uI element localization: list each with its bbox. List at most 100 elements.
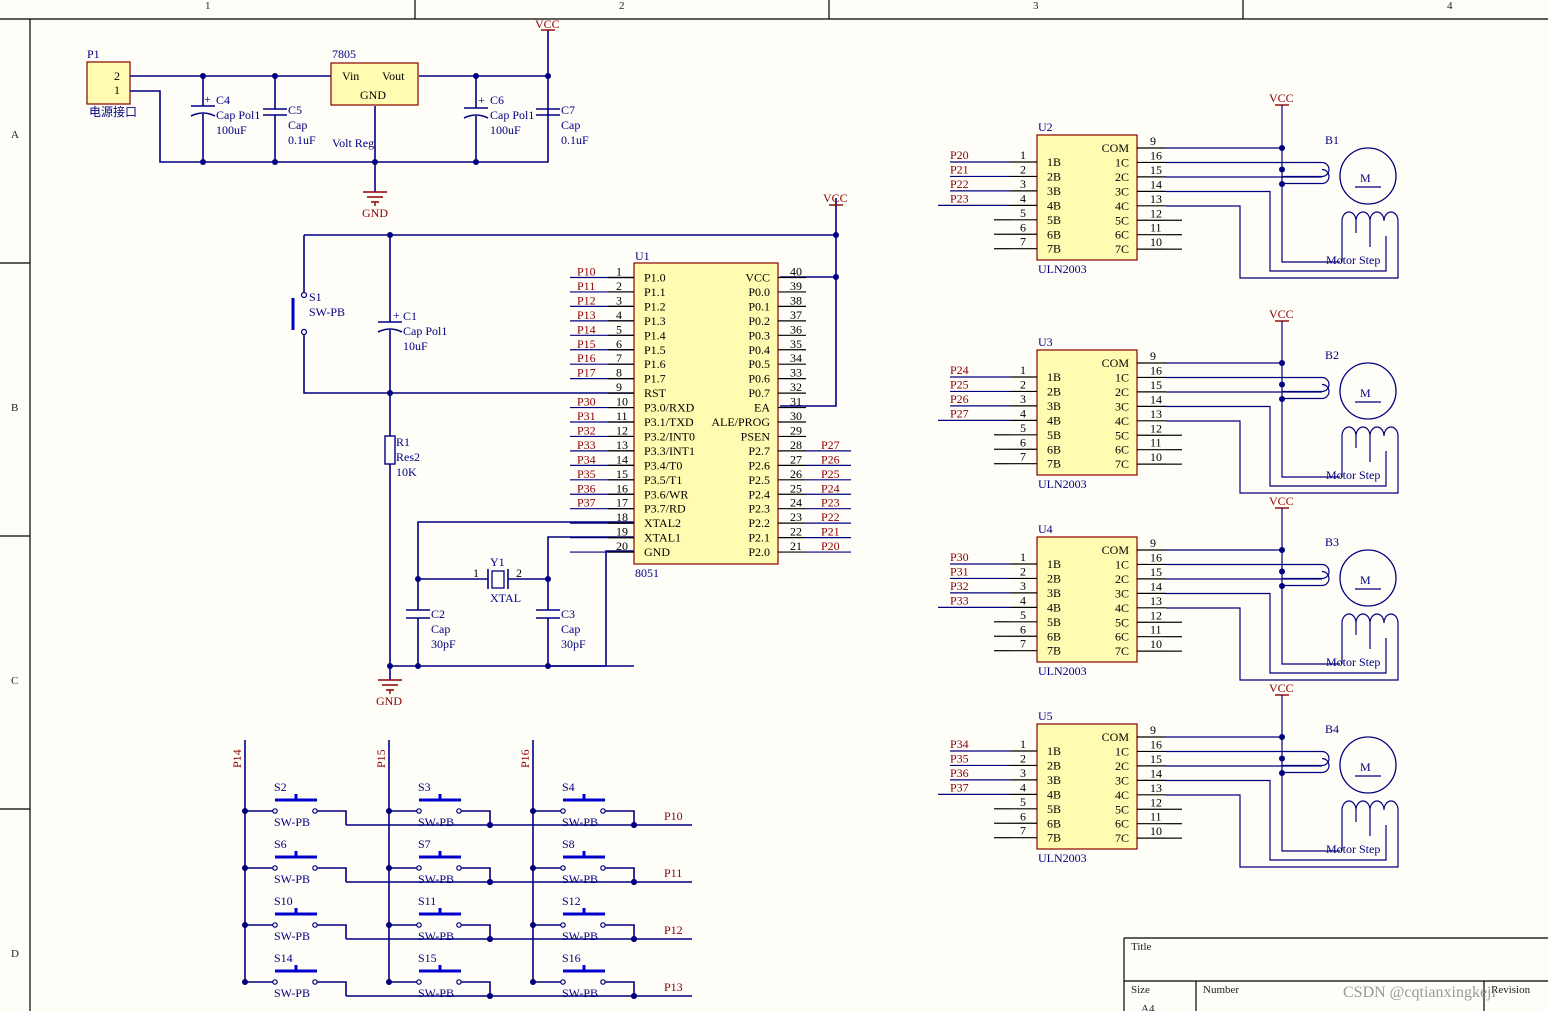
svg-text:Motor Step: Motor Step [1326,253,1380,267]
svg-text:24: 24 [790,496,802,510]
keypad-row-net-3: P13 [664,980,683,994]
svg-text:10: 10 [616,395,628,409]
mcu-pin-12: 12 P3.2/INT0 P32 [570,423,695,443]
svg-text:P26: P26 [950,392,969,406]
reset-circuit: S1 SW-PB + C1 Cap Pol1 10uF R1 Res2 10K … [291,191,848,669]
svg-text:Cap Pol1: Cap Pol1 [403,324,447,338]
svg-text:2B: 2B [1047,384,1061,398]
frame-row-a: A [11,129,19,141]
crystal-y1: Y1 1 2 XTAL [473,555,522,605]
svg-text:S1: S1 [309,290,322,304]
svg-text:7B: 7B [1047,242,1061,256]
svg-text:Motor Step: Motor Step [1326,842,1380,856]
svg-text:P22: P22 [821,510,840,524]
svg-text:GND: GND [362,206,388,220]
svg-text:2: 2 [1020,751,1026,765]
svg-text:S7: S7 [418,837,431,851]
svg-text:5C: 5C [1115,428,1129,442]
svg-text:U3: U3 [1038,335,1053,349]
svg-text:12: 12 [616,423,628,437]
svg-text:P32: P32 [577,423,596,437]
frame-row-b: B [11,402,18,414]
svg-text:13: 13 [1150,594,1162,608]
svg-text:P21: P21 [821,525,840,539]
svg-text:S14: S14 [274,951,293,965]
svg-text:P35: P35 [950,751,969,765]
svg-text:7: 7 [616,351,622,365]
regulator-7805 [330,62,419,106]
svg-text:7C: 7C [1115,242,1129,256]
svg-text:7: 7 [1020,824,1026,838]
svg-text:6C: 6C [1115,228,1129,242]
svg-text:10K: 10K [396,465,417,479]
svg-text:PSEN: PSEN [741,429,771,443]
svg-text:SW-PB: SW-PB [418,872,454,886]
svg-text:P31: P31 [577,409,596,423]
svg-text:B4: B4 [1325,722,1339,736]
svg-text:R1: R1 [396,435,410,449]
keypad-row-net-1: P11 [664,866,682,880]
svg-text:P2.1: P2.1 [748,531,770,545]
svg-text:P23: P23 [821,496,840,510]
svg-text:P1.2: P1.2 [644,299,666,313]
svg-text:6: 6 [1020,809,1026,823]
svg-text:XTAL2: XTAL2 [644,516,681,530]
svg-text:P20: P20 [950,148,969,162]
svg-text:1C: 1C [1115,370,1129,384]
svg-text:6B: 6B [1047,816,1061,830]
svg-text:SW-PB: SW-PB [562,986,598,1000]
svg-text:C4: C4 [216,93,230,107]
svg-text:P0.1: P0.1 [748,299,770,313]
svg-text:14: 14 [616,452,628,466]
svg-text:26: 26 [790,467,802,481]
svg-text:S4: S4 [562,780,575,794]
svg-text:2C: 2C [1115,170,1129,184]
svg-text:P33: P33 [950,593,969,607]
keypad-row-net-2: P12 [664,923,683,937]
svg-text:2C: 2C [1115,385,1129,399]
cap-c6: + C6 Cap Pol1 100uF [463,76,534,162]
uln2003-body [1036,349,1138,476]
svg-text:C2: C2 [431,607,445,621]
svg-text:M: M [1360,760,1371,774]
svg-text:2: 2 [1020,564,1026,578]
svg-text:6B: 6B [1047,227,1061,241]
svg-text:25: 25 [790,481,802,495]
svg-text:1: 1 [616,265,622,279]
svg-text:P3.3/INT1: P3.3/INT1 [644,444,695,458]
svg-text:P3.2/INT0: P3.2/INT0 [644,429,695,443]
title-block: Title Size Number Revision A4 CSDN @cqti… [1123,937,1548,1011]
svg-text:B2: B2 [1325,348,1339,362]
svg-text:34: 34 [790,351,802,365]
svg-text:P2.4: P2.4 [748,487,770,501]
svg-text:P0.0: P0.0 [748,285,770,299]
svg-text:P24: P24 [821,481,840,495]
svg-text:5B: 5B [1047,428,1061,442]
svg-text:SW-PB: SW-PB [274,815,310,829]
svg-text:1B: 1B [1047,370,1061,384]
svg-text:P3.5/T1: P3.5/T1 [644,473,682,487]
svg-text:VCC: VCC [1269,681,1294,695]
svg-text:10: 10 [1150,235,1162,249]
svg-text:12: 12 [1150,608,1162,622]
svg-text:COM: COM [1102,141,1130,155]
svg-text:30: 30 [790,409,802,423]
svg-text:33: 33 [790,366,802,380]
svg-text:1: 1 [1020,363,1026,377]
svg-text:VCC: VCC [1269,494,1294,508]
svg-text:P36: P36 [950,766,969,780]
svg-text:14: 14 [1150,392,1162,406]
svg-text:6C: 6C [1115,630,1129,644]
